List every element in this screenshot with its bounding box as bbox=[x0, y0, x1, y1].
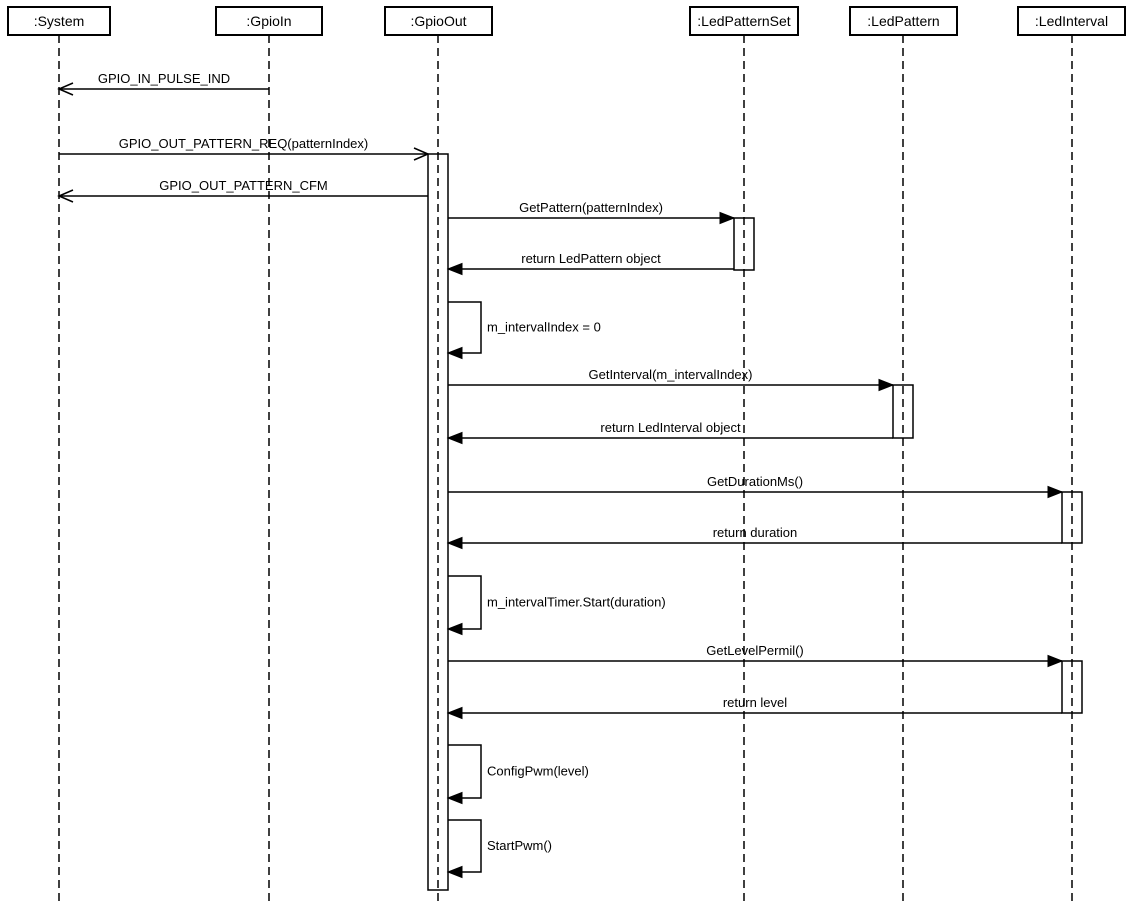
lifeline-label-gpioin: :GpioIn bbox=[246, 13, 291, 29]
filled-arrowhead-icon bbox=[446, 791, 463, 805]
self-message-label-5: m_intervalIndex = 0 bbox=[487, 320, 601, 335]
filled-arrowhead-icon bbox=[878, 378, 895, 392]
message-label-3: GetPattern(patternIndex) bbox=[519, 200, 663, 215]
lifeline-head-ledpattern bbox=[849, 6, 958, 36]
filled-arrowhead-icon bbox=[1047, 485, 1064, 499]
lifeline-head-ledpatternset bbox=[689, 6, 799, 36]
message-label-8: GetDurationMs() bbox=[707, 474, 803, 489]
lifeline-label-ledpattern: :LedPattern bbox=[867, 13, 939, 29]
filled-arrowhead-icon bbox=[446, 536, 463, 550]
lifeline-head-system bbox=[7, 6, 111, 36]
self-message-loop-10 bbox=[448, 575, 482, 630]
self-message-label-13: ConfigPwm(level) bbox=[487, 764, 589, 779]
filled-arrowhead-icon bbox=[446, 346, 463, 360]
message-label-11: GetLevelPermil() bbox=[706, 643, 804, 658]
self-message-loop-14 bbox=[448, 819, 482, 873]
open-arrowhead-icon bbox=[57, 189, 74, 203]
message-label-1: GPIO_OUT_PATTERN_REQ(patternIndex) bbox=[119, 136, 368, 151]
filled-arrowhead-icon bbox=[446, 706, 463, 720]
filled-arrowhead-icon bbox=[446, 262, 463, 276]
open-arrowhead-icon bbox=[413, 147, 430, 161]
open-arrowhead-icon bbox=[57, 82, 74, 96]
message-label-7: return LedInterval object bbox=[600, 420, 741, 435]
lifeline-head-ledinterval bbox=[1017, 6, 1126, 36]
lifelines-layer bbox=[58, 35, 1073, 906]
lifeline-head-gpioout bbox=[384, 6, 493, 36]
self-message-loop-13 bbox=[448, 744, 482, 799]
filled-arrowhead-icon bbox=[446, 622, 463, 636]
self-message-loop-5 bbox=[448, 301, 482, 354]
lifeline-label-gpioout: :GpioOut bbox=[410, 13, 466, 29]
self-message-label-10: m_intervalTimer.Start(duration) bbox=[487, 595, 666, 610]
message-label-4: return LedPattern object bbox=[521, 251, 661, 266]
filled-arrowhead-icon bbox=[1047, 654, 1064, 668]
self-message-label-14: StartPwm() bbox=[487, 838, 552, 853]
message-label-9: return duration bbox=[713, 525, 798, 540]
message-label-12: return level bbox=[723, 695, 787, 710]
filled-arrowhead-icon bbox=[446, 865, 463, 879]
message-label-0: GPIO_IN_PULSE_IND bbox=[98, 71, 230, 86]
lifeline-head-gpioin bbox=[215, 6, 323, 36]
filled-arrowhead-icon bbox=[446, 431, 463, 445]
message-label-2: GPIO_OUT_PATTERN_CFM bbox=[159, 178, 328, 193]
lifeline-label-ledinterval: :LedInterval bbox=[1035, 13, 1108, 29]
message-label-6: GetInterval(m_intervalIndex) bbox=[588, 367, 752, 382]
lifeline-label-ledpatternset: :LedPatternSet bbox=[697, 13, 791, 29]
heads-layer: :System :GpioIn :GpioOut :LedPatternSet :Led… bbox=[7, 6, 1126, 36]
filled-arrowhead-icon bbox=[719, 211, 736, 225]
messages-layer: GPIO_IN_PULSE_IND GPIO_OUT_PATTERN_REQ(pa… bbox=[57, 71, 1064, 879]
lifeline-label-system: :System bbox=[34, 13, 85, 29]
